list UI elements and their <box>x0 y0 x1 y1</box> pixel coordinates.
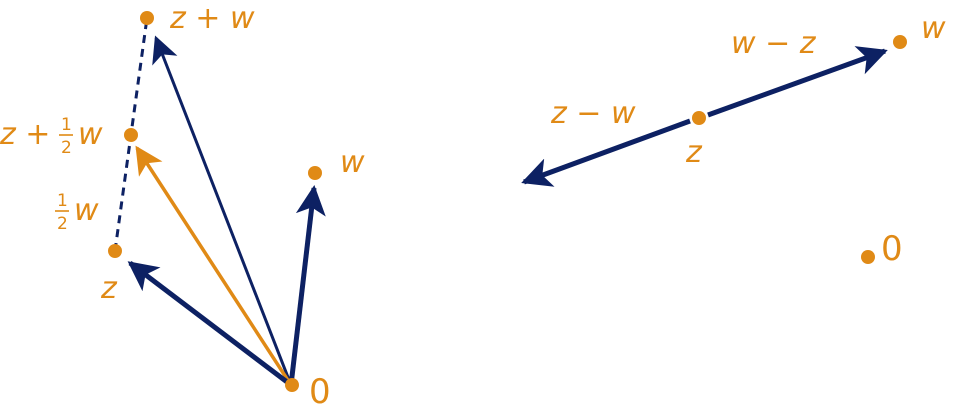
arrow-origin-to-z-plus-w <box>152 35 293 386</box>
label-half-w: 1 2 w <box>55 191 99 234</box>
label-z-plus-prefix: z + <box>0 117 50 152</box>
arrow-origin-to-z-plus-half-w <box>135 145 293 386</box>
point-z-plus-w <box>140 11 154 25</box>
label-half-numerator: 1 <box>61 115 72 135</box>
label-half-w-denominator: 2 <box>57 214 68 234</box>
left-parallelogram-diagram: z + w z + 1 2 w 1 2 w w z 0 <box>0 1 365 406</box>
arrow-z-to-z-minus-w <box>521 118 691 187</box>
point-origin <box>285 378 299 392</box>
label-w: w <box>340 145 365 180</box>
point-w-right <box>893 35 907 49</box>
label-w-minus-z: w − z <box>731 26 817 61</box>
label-w-after-half: w <box>78 117 103 152</box>
right-difference-diagram: w − z w z − w z 0 <box>521 11 946 269</box>
arrow-origin-to-w <box>288 185 326 386</box>
label-w-right: w <box>921 11 946 46</box>
arrow-z-to-w <box>707 46 888 118</box>
arrow-origin-to-z <box>127 261 293 387</box>
label-z-plus-w: z + w <box>169 1 255 36</box>
point-z <box>108 244 122 258</box>
label-half-w-numerator: 1 <box>57 191 68 211</box>
label-half-denominator: 2 <box>61 138 72 158</box>
label-z-minus-w: z − w <box>550 96 636 131</box>
label-origin: 0 <box>309 372 331 406</box>
label-origin-right: 0 <box>881 229 903 269</box>
point-w <box>308 166 322 180</box>
label-z-plus-half-w: z + 1 2 w <box>0 115 103 158</box>
point-z-plus-half-w <box>124 128 138 142</box>
point-origin-right <box>861 250 875 264</box>
point-z-right <box>692 111 706 125</box>
label-half-w-var: w <box>74 193 99 228</box>
label-z-right: z <box>685 135 703 170</box>
label-z: z <box>100 271 118 306</box>
